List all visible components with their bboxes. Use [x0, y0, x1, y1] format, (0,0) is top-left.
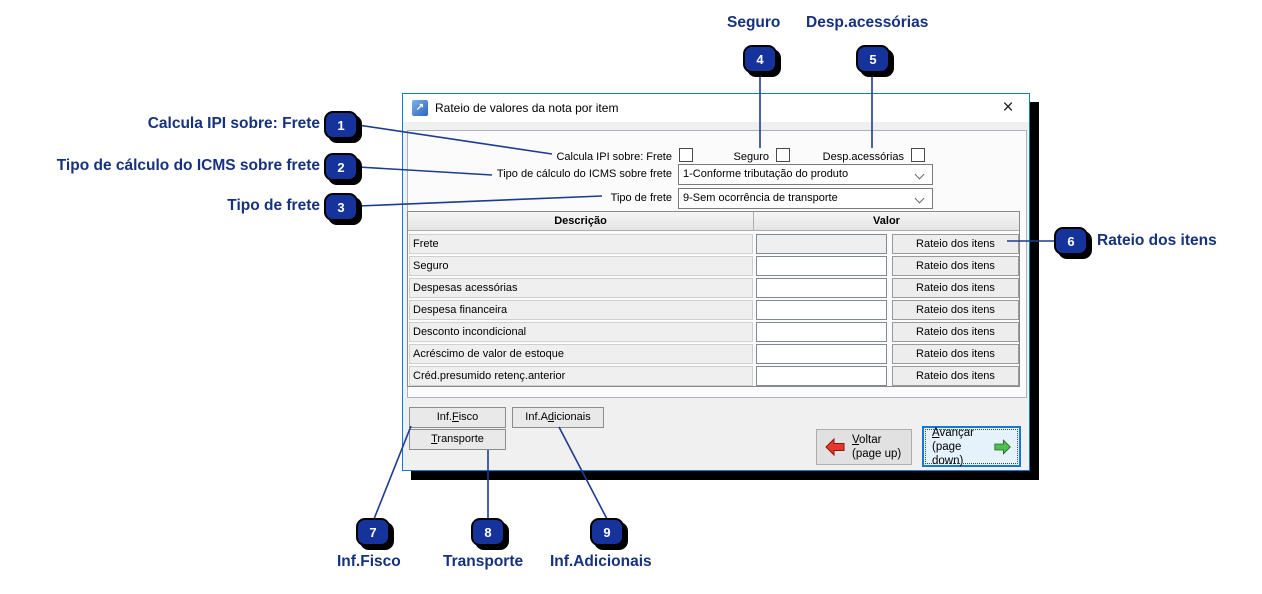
seguro-checkbox[interactable] — [776, 148, 790, 162]
button-label-part: Inf. — [436, 411, 452, 423]
value-input-seguro[interactable] — [756, 256, 887, 276]
app-icon: ↗ — [412, 100, 428, 116]
rateio-itens-button-cred-presumido[interactable]: Rateio dos itens — [892, 366, 1019, 386]
transporte-button[interactable]: Transporte — [409, 429, 506, 450]
callout-badge-8: 8 — [471, 518, 505, 546]
frete-combo-label: Tipo de frete — [610, 192, 672, 204]
rateio-itens-button-acrescimo-estoque[interactable]: Rateio dos itens — [892, 344, 1019, 364]
row-label-cred-presumido: Créd.presumido retenç.anterior — [409, 366, 753, 386]
rateio-itens-button-seguro[interactable]: Rateio dos itens — [892, 256, 1019, 276]
callout-label-8: Transporte — [443, 553, 524, 570]
value-input-acrescimo-estoque[interactable] — [756, 344, 887, 364]
tipo-frete-combo[interactable]: 9-Sem ocorrência de transporte — [678, 188, 933, 209]
button-mnemonic: d — [547, 411, 555, 423]
callout-label-4: Seguro — [727, 14, 781, 31]
callout-label-9: Inf.Adicionais — [550, 553, 652, 570]
icms-combo[interactable]: 1-Conforme tributação do produto — [678, 164, 933, 185]
button-sublabel: (page down) — [932, 440, 964, 467]
row-label-acrescimo-estoque: Acréscimo de valor de estoque — [409, 344, 753, 364]
chevron-down-icon — [914, 169, 925, 180]
button-mnemonic: A — [932, 426, 940, 439]
callout-label-5: Desp.acessórias — [806, 14, 929, 31]
column-header-valor: Valor — [754, 212, 1019, 231]
callout-label-6: Rateio dos itens — [1097, 232, 1217, 249]
callout-badge-7: 7 — [356, 518, 390, 546]
button-mnemonic: V — [852, 434, 860, 446]
row-label-seguro: Seguro — [409, 256, 753, 276]
arrow-left-icon — [825, 438, 845, 456]
rateio-itens-button-despesas-acessorias[interactable]: Rateio dos itens — [892, 278, 1019, 298]
button-label-part: icionais — [554, 411, 591, 423]
callout-badge-1: 1 — [324, 111, 358, 139]
callout-badge-6: 6 — [1054, 227, 1088, 255]
rateio-itens-button-despesa-financeira[interactable]: Rateio dos itens — [892, 300, 1019, 320]
callout-label-1: Calcula IPI sobre: Frete — [147, 115, 320, 132]
row-label-frete: Frete — [409, 234, 753, 254]
button-label-part: vançar — [939, 426, 974, 439]
inf-fisco-button[interactable]: Inf.Fisco — [409, 407, 506, 428]
callout-badge-9: 9 — [590, 518, 624, 546]
button-label-part: oltar — [859, 434, 882, 446]
ipi-frete-checkbox[interactable] — [679, 148, 693, 162]
window-title: Rateio de valores da nota por item — [435, 101, 619, 115]
button-label-part: ransporte — [437, 433, 484, 445]
row-label-despesas-acessorias: Despesas acessórias — [409, 278, 753, 298]
callout-badge-2: 2 — [324, 153, 358, 181]
close-icon[interactable]: × — [1002, 97, 1014, 118]
value-input-desconto-incondicional[interactable] — [756, 322, 887, 342]
avancar-button-label: Avançar (page down) — [932, 426, 987, 468]
value-input-cred-presumido[interactable] — [756, 366, 887, 386]
value-input-despesas-acessorias[interactable] — [756, 278, 887, 298]
inf-adicionais-button[interactable]: Inf.Adicionais — [512, 407, 604, 428]
rateio-itens-button-desconto-incondicional[interactable]: Rateio dos itens — [892, 322, 1019, 342]
arrow-right-icon — [994, 438, 1011, 455]
avancar-button[interactable]: Avançar (page down) — [922, 426, 1021, 467]
button-mnemonic: F — [452, 411, 459, 423]
button-mnemonic: T — [431, 433, 438, 445]
dialog-rateio-valores: ↗ Rateio de valores da nota por item × C… — [402, 93, 1030, 471]
callout-badge-5: 5 — [856, 45, 890, 73]
button-label-part: Inf.A — [525, 411, 548, 423]
desp-checkbox-label: Desp.acessórias — [822, 151, 904, 163]
icms-combo-label: Tipo de cálculo do ICMS sobre frete — [496, 168, 672, 180]
seguro-checkbox-label: Seguro — [733, 151, 769, 163]
voltar-button-label: Voltar (page up) — [852, 433, 901, 461]
row-label-despesa-financeira: Despesa financeira — [409, 300, 753, 320]
desp-acessorias-checkbox[interactable] — [911, 148, 925, 162]
voltar-button[interactable]: Voltar (page up) — [816, 429, 912, 465]
values-table: Descrição Valor Frete Rateio dos itens S… — [407, 211, 1020, 387]
title-bar: ↗ Rateio de valores da nota por item × — [403, 94, 1029, 122]
rateio-itens-button-frete[interactable]: Rateio dos itens — [892, 234, 1019, 254]
button-sublabel: (page up) — [852, 448, 902, 460]
callout-badge-3: 3 — [324, 193, 358, 221]
value-input-despesa-financeira[interactable] — [756, 300, 887, 320]
chevron-down-icon — [914, 193, 925, 204]
callout-label-7: Inf.Fisco — [337, 553, 401, 570]
column-header-descricao: Descrição — [408, 212, 754, 231]
tipo-frete-combo-value: 9-Sem ocorrência de transporte — [683, 192, 838, 204]
callout-label-2: Tipo de cálculo do ICMS sobre frete — [56, 157, 320, 174]
button-label-part: isco — [458, 411, 479, 423]
ipi-checkbox-label: Calcula IPI sobre: Frete — [556, 151, 672, 163]
callout-label-3: Tipo de frete — [227, 197, 320, 214]
value-input-frete[interactable] — [756, 234, 887, 254]
row-label-desconto-incondicional: Desconto incondicional — [409, 322, 753, 342]
icms-combo-value: 1-Conforme tributação do produto — [683, 168, 849, 180]
callout-badge-4: 4 — [743, 45, 777, 73]
